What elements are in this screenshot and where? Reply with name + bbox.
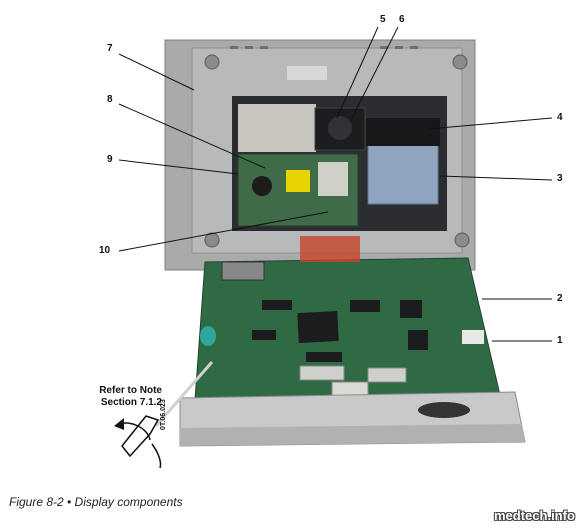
connector-white <box>462 330 484 344</box>
backlight-cable-strip <box>366 118 440 146</box>
shield-foil <box>238 104 316 152</box>
callout-3: 3 <box>557 173 563 184</box>
callout-4: 4 <box>557 112 563 123</box>
ribbon-cables <box>300 236 360 262</box>
callout-2: 2 <box>557 293 563 304</box>
screw-top-right <box>452 54 468 70</box>
figure-caption: Figure 8-2 • Display components <box>9 495 183 509</box>
note-line-2: Section 7.1.2 <box>100 397 162 408</box>
photo-reference-code: 0T.06.023 <box>160 399 167 430</box>
callout-5: 5 <box>380 14 386 25</box>
screwdriver-note: Refer to Note Section 7.1.2 <box>82 385 162 409</box>
screwdriver-handle <box>121 415 160 458</box>
vent-slots <box>230 46 418 49</box>
connector-header-top <box>221 261 265 281</box>
connector-dsub <box>367 367 407 383</box>
callout-6: 6 <box>399 14 405 25</box>
backlight-unit <box>367 139 439 205</box>
watermark-text: medtech.info <box>494 508 575 523</box>
callout-8: 8 <box>107 94 113 105</box>
callout-10: 10 <box>99 245 111 256</box>
bezel-bottom <box>180 424 525 446</box>
housing-label <box>287 66 327 80</box>
screw-bottom-right <box>454 232 470 248</box>
note-line-1: Refer to Note <box>99 385 162 396</box>
pcb-chips <box>252 300 428 362</box>
screw-top-left <box>204 54 220 70</box>
knob-teal <box>200 326 216 346</box>
rotation-arrowhead <box>114 418 124 430</box>
rotation-arrow-tail <box>151 443 162 469</box>
callout-leaders <box>118 26 553 342</box>
callout-1: 1 <box>557 335 563 346</box>
callout-7: 7 <box>107 43 113 54</box>
connector-vga <box>331 381 369 397</box>
screwdriver-shaft <box>154 361 214 427</box>
choke-coil <box>252 176 272 196</box>
callout-9: 9 <box>107 154 113 165</box>
screw-bottom-left <box>204 232 220 248</box>
connector-rs232 <box>299 365 345 381</box>
transformer <box>286 170 310 192</box>
speaker <box>418 402 470 418</box>
